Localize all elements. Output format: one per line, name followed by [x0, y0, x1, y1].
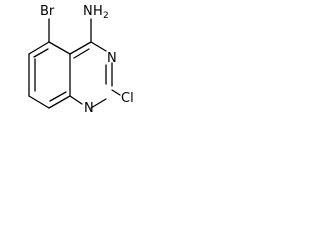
- bond-c4-n3: [90, 41, 107, 52]
- bond-c2-n1: [90, 98, 107, 109]
- bond-c8-c8a-inner: [49, 91, 67, 102]
- chlorine-label: Cl: [121, 91, 134, 106]
- bond-c4a-c4-inner: [73, 48, 90, 59]
- bond-c7-c8: [28, 95, 50, 109]
- amine-label: N H 2: [83, 4, 109, 21]
- ring-n-lower-label: N: [84, 101, 94, 116]
- bond-c8-c8a: [48, 95, 71, 109]
- bond-c5-c6: [28, 41, 50, 55]
- bond-c5-c6-inner: [33, 48, 49, 58]
- ring-n-upper-label: N: [107, 51, 117, 66]
- amine-h-count: 2: [103, 11, 109, 21]
- benzene-ring: [28, 41, 71, 109]
- chemical-structure: Br N H 2 N N Cl: [28, 4, 134, 116]
- bond-n1-c8a: [69, 95, 83, 105]
- amine-n-label: N: [83, 4, 93, 19]
- bromine-label: Br: [40, 4, 55, 19]
- bond-c4a-c5: [48, 41, 71, 55]
- pyrimidine-ring: [69, 41, 113, 109]
- bond-c2-cl: [111, 89, 121, 96]
- bond-c4a-c4: [69, 41, 92, 55]
- amine-h-label: H: [93, 4, 103, 19]
